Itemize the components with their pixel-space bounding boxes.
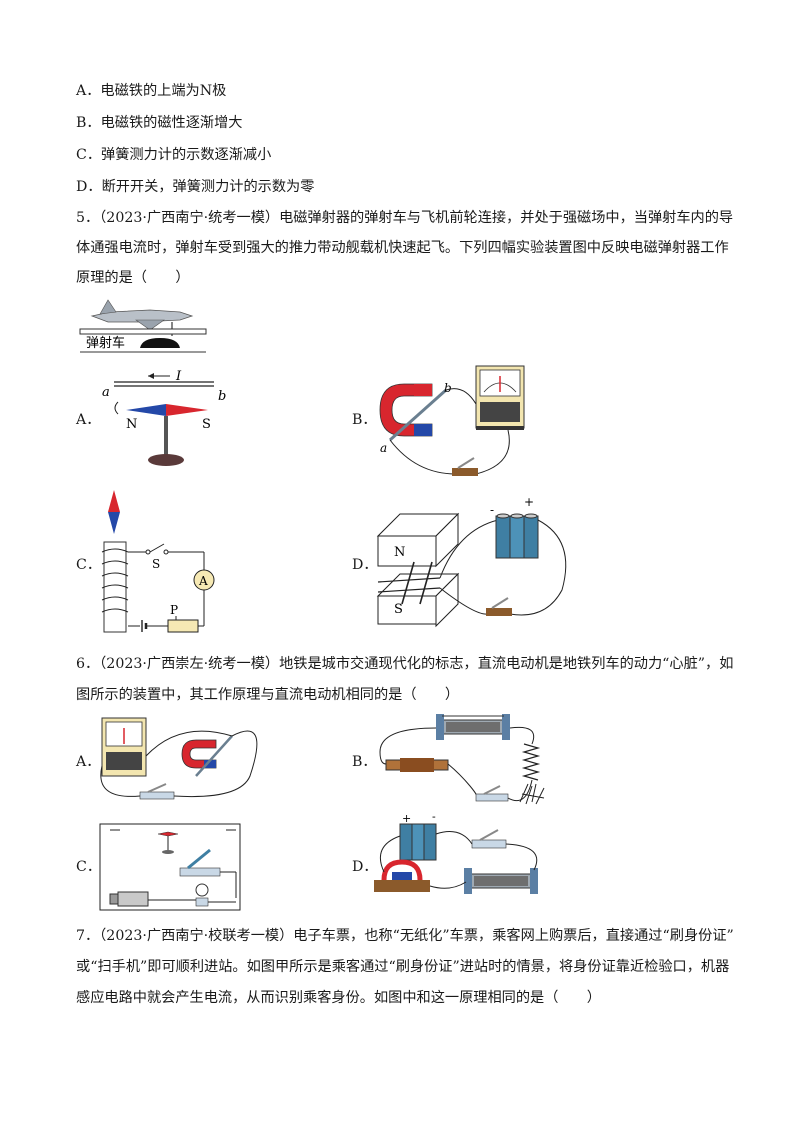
q7-stem-line-2: 或“扫手机”即可顺利进站。如图甲所示是乘客通过“刷身份证”进站时的情景，将身份证… [76,959,730,975]
switch-icon [452,457,478,476]
needle-n-label: N [126,417,137,432]
q6-stem-line-2: 图所示的装置中，其工作原理与直流电动机相同的是（ ） [76,687,460,703]
slider-p-label: P [170,603,178,617]
q7-stem-line-3: 感应电路中就会产生电流，从而识别乘客身份。如图中和这一原理相同的是（ ） [76,990,601,1006]
battery-minus: - [490,503,494,517]
motor-icon [109,891,149,907]
svg-text:-: - [432,810,436,823]
current-label: I [175,369,182,384]
catapult-figure: 弹射车 [79,299,207,353]
circuit-frame [99,823,241,911]
q5-option-d-label: D． [352,557,378,573]
magnet-n-label: N [394,545,405,560]
small-magnetic-needle [157,831,179,837]
horseshoe-magnet [181,739,217,769]
rod-end-a: a [380,441,387,455]
rod [401,561,415,605]
rod-end-b: b [444,381,452,395]
needle-s-label: S [202,417,211,432]
battery-plus: + [524,495,534,509]
q5-figure-b: a b [379,365,525,476]
coil-spring-icon [521,743,541,781]
rheostat-icon [464,868,538,894]
coil-icon [101,548,129,613]
switch-s-label: S [152,557,160,571]
horseshoe-magnet [379,383,433,437]
switch-s [149,543,165,553]
q5-option-c-label: C． [76,557,102,573]
rheostat [167,619,199,633]
flight-deck [79,328,207,335]
q6-stem-line-1: 6．（2023·广西崇左·统考一模）地铁是城市交通现代化的标志，直流电动机是地铁… [76,656,734,672]
q5-option-b-label: B． [352,412,377,428]
magnet-block-n: N [376,512,460,568]
q6-figure-c [99,823,241,911]
q4-option-b: B．电磁铁的磁性逐渐增大 [76,115,243,131]
q5-figure-c: S A P [101,490,215,633]
switch-icon [139,783,175,800]
q6-option-d-label: D． [352,859,378,875]
q5-option-a-label: A． [76,412,101,428]
switch-icon [179,848,221,877]
catapult-label: 弹射车 [86,335,125,351]
q7-stem-line-1: 7．（2023·广西南宁·校联考一模）电子车票，也称“无纸化”车票，乘客网上购票… [76,928,734,944]
q5-stem-line-2: 体通强电流时，弹射车受到强大的推力带动舰载机快速起飞。下列四幅实验装置图中反映电… [76,240,729,256]
catapult-cart [140,338,180,348]
q6-figure-d: + - [374,810,538,894]
electromagnet-bar [385,758,449,772]
wire-end-a: a [102,385,110,400]
q6-option-c-label: C． [76,859,102,875]
q6-option-a-label: A． [76,754,101,770]
compass-needle-south [166,404,208,416]
switch-icon [486,597,512,616]
q6-figure-b [379,714,545,805]
q4-option-d: D．断开开关，弹簧测力计的示数为零 [76,179,315,195]
iron-filings-icon [519,783,545,805]
switch-icon [475,785,509,802]
q5-stem-line-1: 5．（2023·广西南宁·统考一模）电磁弹射器的弹射车与飞机前轮连接，并处于强磁… [76,210,734,226]
magnet-s-label: S [394,602,403,617]
battery-pack-icon: + - [399,810,437,861]
galvanometer-icon [101,717,147,777]
light-bulb-icon [195,883,209,907]
q6-figure-a [100,717,258,800]
q5-stem-line-3: 原理的是（ ） [76,270,190,286]
galvanometer-icon [475,365,525,430]
q4-option-a: A．电磁铁的上端为N极 [76,83,227,99]
compass-needle-north [126,404,166,416]
q6-option-b-label: B． [352,754,377,770]
rheostat-icon [436,714,510,740]
battery-pack-icon: - + [490,495,539,559]
q5-figure-a: a b I N S [102,369,226,466]
q4-option-c: C．弹簧测力计的示数逐渐减小 [76,147,272,163]
compass-needle-icon [108,490,120,512]
svg-text:+: + [402,812,411,825]
battery-icon [141,620,148,632]
fighter-jet-image [90,299,194,336]
ammeter-label: A [198,574,208,588]
conductor-rod [389,388,447,442]
wire-end-b: b [218,389,226,404]
switch-icon [471,829,507,849]
q5-figure-d: N S - + [376,495,567,628]
rail-bottom [377,587,441,593]
motor-model-icon [374,859,430,892]
iron-core [103,541,127,633]
